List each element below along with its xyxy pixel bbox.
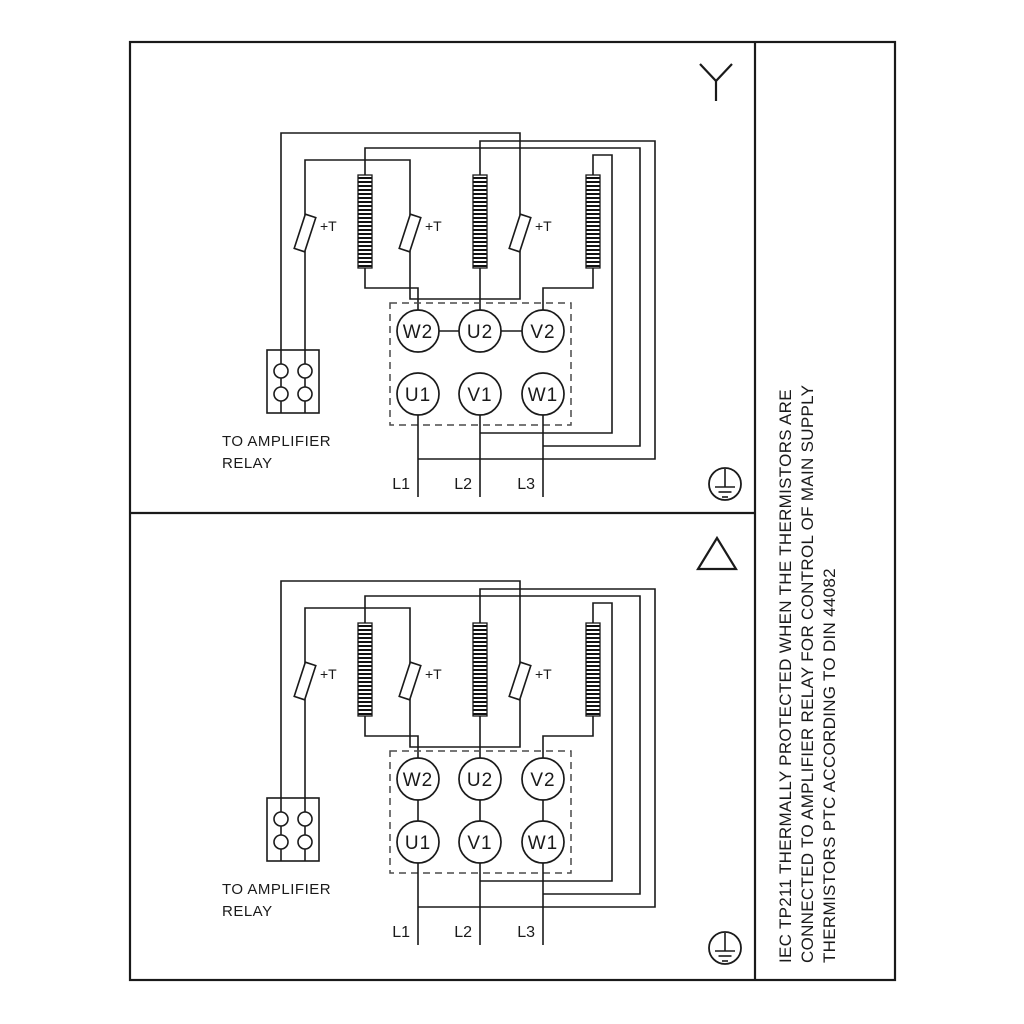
- side-note-line2: CONNECTED TO AMPLIFIER RELAY FOR CONTROL…: [798, 385, 817, 963]
- side-note: IEC TP211 THERMALLY PROTECTED WHEN THE T…: [776, 385, 839, 963]
- wire: [409, 251, 521, 300]
- terminal-v1: V1: [458, 372, 502, 416]
- wire: [280, 132, 521, 350]
- thermistor: [398, 213, 422, 253]
- wire: [542, 268, 594, 310]
- terminal-label: V2: [530, 770, 555, 791]
- supply-label-l3: L3: [517, 476, 535, 493]
- wire: [418, 140, 656, 460]
- terminal-block: [389, 302, 572, 426]
- wire: [409, 699, 521, 748]
- terminal-label: V1: [467, 385, 492, 406]
- connector-pin: [297, 834, 313, 850]
- amplifier-note-line1: TO AMPLIFIER: [222, 881, 331, 898]
- connector-pin: [273, 834, 289, 850]
- terminal-w1: W1: [521, 820, 565, 864]
- wire: [364, 716, 419, 758]
- terminal-label: U2: [467, 770, 493, 791]
- amplifier-note-line2: RELAY: [222, 455, 273, 472]
- side-note-line1: IEC TP211 THERMALLY PROTECTED WHEN THE T…: [776, 389, 795, 963]
- terminal-u1: U1: [396, 372, 440, 416]
- outer-border: [128, 40, 897, 982]
- amplifier-note-line1: TO AMPLIFIER: [222, 433, 331, 450]
- supply-label-l1: L1: [392, 924, 410, 941]
- amplifier-connector: [266, 797, 320, 862]
- terminal-v2: V2: [521, 757, 565, 801]
- connector-pin: [297, 811, 313, 827]
- terminal-v1: V1: [458, 820, 502, 864]
- winding-coil: [472, 174, 488, 269]
- winding-coil: [472, 622, 488, 717]
- terminal-w2: W2: [396, 309, 440, 353]
- winding-coil: [357, 174, 373, 269]
- terminal-w1: W1: [521, 372, 565, 416]
- amplifier-note-line2: RELAY: [222, 903, 273, 920]
- amplifier-connector: [266, 349, 320, 414]
- thermistor: [508, 661, 532, 701]
- wire: [418, 588, 656, 908]
- side-note-line3: THERMISTORS PTC ACCORDING TO DIN 44082: [820, 568, 839, 963]
- wire: [304, 607, 411, 663]
- thermistor: [293, 661, 317, 701]
- wire: [542, 716, 594, 758]
- terminal-u2: U2: [458, 757, 502, 801]
- supply-label-l2: L2: [454, 924, 472, 941]
- terminal-u1: U1: [396, 820, 440, 864]
- thermistor-label: +T: [425, 218, 442, 234]
- thermistor-label: +T: [425, 666, 442, 682]
- wire: [480, 602, 613, 882]
- ground-icon: [708, 467, 742, 501]
- connector-pin: [273, 363, 289, 379]
- terminal-label: U2: [467, 322, 493, 343]
- wiring: [280, 132, 656, 460]
- wire: [280, 580, 521, 798]
- supply-label-l3: L3: [517, 924, 535, 941]
- terminal-label: U1: [405, 385, 431, 406]
- wiring: [280, 580, 656, 908]
- ground-icon: [708, 931, 742, 965]
- thermistor: [508, 213, 532, 253]
- wire: [304, 159, 411, 215]
- winding-coil: [585, 174, 601, 269]
- thermistor: [293, 213, 317, 253]
- terminal-v2: V2: [521, 309, 565, 353]
- connector-pin: [273, 811, 289, 827]
- thermistor-label: +T: [535, 666, 552, 682]
- terminal-label: V1: [467, 833, 492, 854]
- thermistor: [398, 661, 422, 701]
- terminal-label: U1: [405, 833, 431, 854]
- connector-pin: [273, 386, 289, 402]
- delta-icon: [696, 535, 738, 571]
- terminal-w2: W2: [396, 757, 440, 801]
- terminal-label: W2: [403, 770, 434, 791]
- terminal-label: W2: [403, 322, 434, 343]
- delta-panel: +T +T +T W2 U2 V2 U1 V1: [222, 535, 742, 965]
- wire: [480, 154, 613, 434]
- wire: [364, 595, 641, 895]
- star-panel: +T +T +T W2 U2 V2 U1 V1: [222, 63, 742, 501]
- terminal-label: W1: [528, 385, 559, 406]
- supply-label-l2: L2: [454, 476, 472, 493]
- wire: [364, 147, 641, 447]
- terminal-label: V2: [530, 322, 555, 343]
- thermistor-label: +T: [535, 218, 552, 234]
- terminal-block: [389, 750, 572, 874]
- terminal-label: W1: [528, 833, 559, 854]
- connector-pin: [297, 363, 313, 379]
- thermistor-label: +T: [320, 666, 337, 682]
- star-icon: [699, 63, 733, 101]
- supply-label-l1: L1: [392, 476, 410, 493]
- terminal-u2: U2: [458, 309, 502, 353]
- winding-coil: [585, 622, 601, 717]
- winding-coil: [357, 622, 373, 717]
- thermistor-label: +T: [320, 218, 337, 234]
- wire: [364, 268, 419, 310]
- connector-pin: [297, 386, 313, 402]
